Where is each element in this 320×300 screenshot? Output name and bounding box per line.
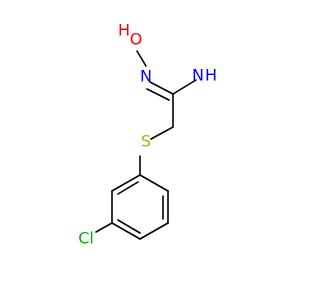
molecule-diagram: O H N N H S Cl [78,20,218,248]
bond-c-nh2 [172,79,197,95]
bonds [95,50,197,240]
structure-svg: O H N N H S Cl [78,21,217,248]
atom-s: S [141,132,151,151]
ring-bond-3 [139,222,169,240]
atom-o: O [130,30,143,49]
bond-o-n [136,50,147,67]
bond-n-c-double-b [146,88,170,101]
atom-labels: O H N N H S Cl [78,21,217,248]
ring-bond-4 [111,222,141,240]
atom-cl: Cl [78,229,94,248]
bond-n-c-double-a [149,81,174,95]
atom-h-hydroxyl: H [118,21,130,40]
ring-inner-2 [117,219,141,234]
ring-bond-6 [111,174,141,192]
bond-ch2-s [150,126,174,140]
atom-n-imine: N [140,67,152,86]
bond-ring-cl [95,222,113,233]
atom-n-amine: N [192,66,204,85]
ring-inner-3 [117,181,139,195]
atom-h-amine: H [205,66,217,85]
ring-bond-1 [139,174,169,192]
